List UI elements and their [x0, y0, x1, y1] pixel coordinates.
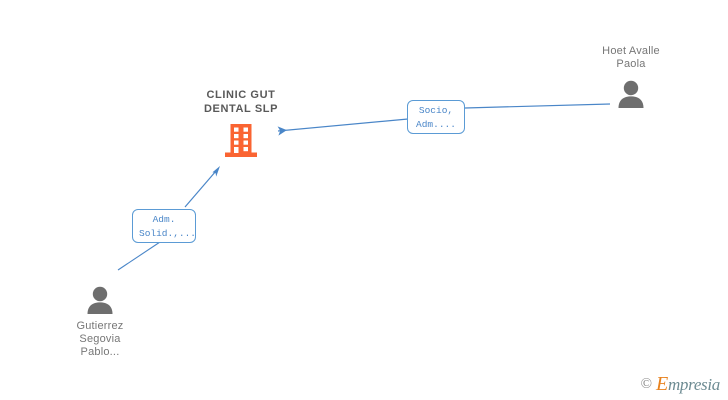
person-icon[interactable]: [85, 286, 115, 314]
relation-label-line2: Solid.,...: [139, 228, 197, 239]
person-icon[interactable]: [616, 80, 646, 108]
relation-label-line1: Socio,: [418, 105, 454, 116]
edge-person-to-relation-adm: [117, 239, 164, 271]
relation-label-line2: Adm....: [416, 119, 456, 130]
company-name-line1: CLINIC GUT: [206, 89, 276, 101]
relation-box-socio-adm[interactable]: Socio, Adm....: [407, 100, 465, 134]
person-node-gutierrez-segovia-pablo[interactable]: Gutierrez Segovia Pablo...: [40, 286, 160, 359]
person-name-line2: Paola: [616, 58, 646, 70]
brand-logo: Empresia: [656, 374, 720, 394]
copyright-icon: ©: [640, 375, 653, 392]
person-name-line1: Hoet Avalle: [602, 45, 660, 57]
brand-rest: mpresia: [667, 375, 720, 394]
person-name-line2: Segovia: [79, 333, 121, 345]
building-icon[interactable]: [225, 124, 257, 157]
person-name-line3: Pablo...: [80, 346, 120, 358]
person-name-line1: Gutierrez: [76, 320, 124, 332]
company-name-line2: DENTAL SLP: [203, 103, 279, 115]
relation-box-adm-solid[interactable]: Adm. Solid.,...: [132, 209, 196, 243]
brand-first-letter: E: [656, 373, 668, 395]
person-node-hoet-avalle-paola[interactable]: Hoet Avalle Paola: [571, 45, 691, 108]
edge-relation-adm-to-company: [184, 170, 217, 208]
company-node[interactable]: CLINIC GUT DENTAL SLP: [181, 88, 301, 157]
watermark: © Empresia: [640, 374, 721, 394]
arrowhead-to-company: [212, 166, 220, 177]
relation-label-line1: Adm.: [152, 214, 176, 225]
